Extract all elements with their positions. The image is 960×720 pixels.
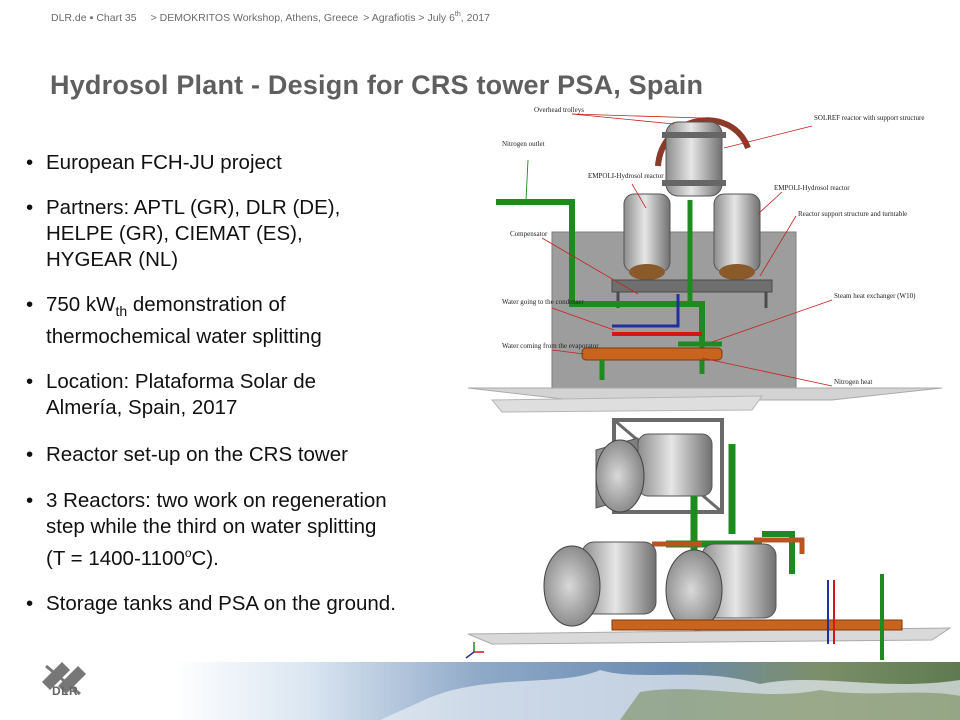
empoli-reactor-right [713, 193, 761, 273]
dlr-logo-icon [42, 662, 86, 696]
ground-pipe [611, 619, 903, 631]
bullet-item: Storage tanks and PSA on the ground. [26, 591, 466, 617]
label-water-evaporator: Water coming from the evaporator [502, 342, 599, 350]
green-pipe-lower [666, 444, 762, 634]
reactor-upper [637, 433, 713, 497]
header-event: > DEMOKRITOS Workshop, Athens, Greece [150, 11, 359, 24]
label-support: Reactor support structure and turntable [798, 210, 907, 218]
header-site: DLR.de [51, 11, 87, 24]
solref-reactor [665, 121, 723, 197]
earth-image-band [0, 662, 960, 720]
bullet-item: Reactor set-up on the CRS tower [26, 442, 466, 468]
header-breadcrumb: DLR.de▪Chart 35 > DEMOKRITOS Workshop, At… [51, 11, 490, 24]
steam-heat-exchanger [581, 347, 723, 361]
upper-floor-plane [467, 387, 943, 401]
bullet-item: European FCH-JU project [26, 150, 466, 176]
label-nitrogen-outlet: Nitrogen outlet [502, 140, 545, 148]
header-author-date: > Agrafiotis > July 6th, 2017 [363, 11, 490, 24]
label-empoli-left: EMPOLI-Hydrosol reactor [588, 172, 664, 180]
solref-arc [655, 117, 751, 167]
bullet-item: Partners: APTL (GR), DLR (DE),HELPE (GR)… [26, 195, 466, 273]
bullet-list: European FCH-JU project Partners: APTL (… [26, 150, 466, 637]
bullet-item: 3 Reactors: two work on regenerationstep… [26, 488, 466, 572]
label-compensator: Compensator [510, 230, 548, 238]
axis-indicator-icon [465, 642, 484, 659]
label-steam-heat: Steam heat exchanger (W10) [834, 292, 916, 300]
plant-design-figure: Overhead trolleys Nitrogen outlet SOLREF… [467, 106, 952, 660]
label-nitrogen-heat: Nitrogen heat [834, 378, 872, 386]
slide-title: Hydrosol Plant - Design for CRS tower PS… [50, 70, 704, 100]
label-solref: SOLREF reactor with support structure [814, 114, 924, 122]
empoli-reactor-left [623, 193, 671, 273]
top-deck [490, 395, 763, 413]
label-water-condenser: Water going to the condenser [502, 298, 585, 306]
label-overhead-trolleys: Overhead trolleys [534, 106, 584, 114]
header-chart: Chart 35 [96, 11, 137, 24]
label-empoli-right: EMPOLI-Hydrosol reactor [774, 184, 850, 192]
header-separator: ▪ [89, 11, 94, 24]
bullet-item: 750 kWth demonstration ofthermochemical … [26, 292, 466, 350]
upper-assembly: Overhead trolleys Nitrogen outlet SOLREF… [467, 106, 943, 401]
water-pipe-blue [612, 294, 680, 328]
orange-pipe-lower [652, 537, 805, 554]
lower-assembly [467, 395, 952, 660]
dlr-logo-text: DLR [52, 684, 79, 698]
